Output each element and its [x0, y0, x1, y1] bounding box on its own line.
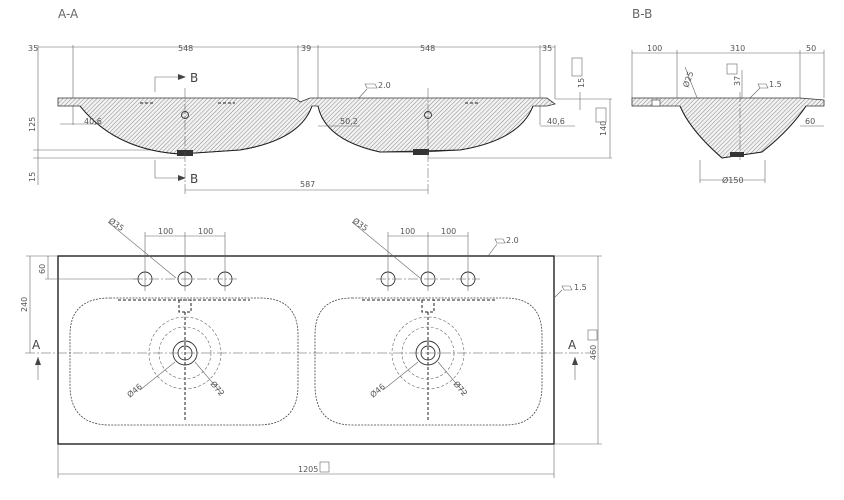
aa-dim-140: 140 [599, 121, 608, 136]
plan-tap-holes-left [133, 268, 237, 291]
plan-dim-d46-right: Ø46 [368, 381, 387, 399]
bb-dim-310: 310 [730, 44, 745, 53]
section-a-marker-left: A [32, 338, 41, 380]
plan-dim-60: 60 [38, 264, 47, 274]
plan-flatness-top: 2.0 [506, 236, 519, 245]
bb-dim-d25: Ø25 [680, 70, 695, 89]
section-a-marker-right: A [568, 338, 578, 380]
plan-basin-right [314, 297, 543, 426]
plan-dim-100-r1: 100 [400, 227, 415, 236]
aa-dim-15-left: 15 [28, 172, 37, 182]
plan-overflow-box-left [178, 299, 192, 313]
bb-dim-37: 37 [733, 76, 742, 86]
aa-bottom-dimension: 587 [185, 180, 428, 191]
plan-view: A A Ø35 Ø35 100 100 [20, 215, 602, 478]
bb-dim-d150: Ø150 [722, 175, 744, 185]
aa-dim-35-right: 35 [542, 44, 552, 53]
aa-drain-right [413, 149, 429, 155]
section-bb: B-B 100 310 50 Ø25 37 1.5 6 [631, 7, 825, 185]
section-b-letter-bottom: B [190, 172, 198, 186]
bb-dim-100: 100 [647, 44, 662, 53]
plan-dim-d35-left: Ø35 [107, 215, 126, 233]
bb-section-body [631, 97, 825, 159]
bb-dim-50: 50 [806, 44, 816, 53]
plan-dim-460: 460 [589, 345, 598, 360]
section-b-letter-top: B [190, 71, 198, 85]
aa-dim-50-2: 50,2 [340, 117, 358, 126]
aa-dim-39: 39 [301, 44, 311, 53]
section-b-marker-top: B [154, 71, 198, 92]
plan-basin-left [69, 297, 299, 426]
aa-flatness-tolerance: 2.0 [357, 81, 391, 100]
aa-dim-35-left: 35 [28, 44, 38, 53]
plan-dim-d72-right: Ø72 [451, 379, 469, 398]
plan-dim-d46-left: Ø46 [125, 381, 144, 399]
plan-dim-100-l1: 100 [158, 227, 173, 236]
aa-flatness-value: 2.0 [378, 81, 391, 90]
aa-right-dimensions: 140 [428, 98, 612, 159]
section-aa: A-A 35 548 39 548 35 B 2.0 [28, 7, 612, 195]
section-a-letter-left: A [32, 338, 41, 352]
plan-dim-240: 240 [20, 297, 29, 312]
plan-dim-d72-left: Ø72 [208, 379, 226, 398]
aa-dim-587: 587 [300, 180, 315, 189]
plan-dim-100-r2: 100 [441, 227, 456, 236]
section-aa-title: A-A [58, 7, 79, 21]
aa-radius-dimensions: 40,6 50,2 40,6 [60, 117, 575, 127]
aa-dim-40-6-right: 40,6 [547, 117, 565, 126]
section-b-marker-bottom: B [154, 160, 198, 186]
aa-dim-548-left: 548 [178, 44, 193, 53]
plan-dimensions: Ø35 Ø35 100 100 100 100 2.0 1.5 [20, 215, 602, 478]
aa-dim-40-6-left: 40,6 [84, 117, 102, 126]
section-a-letter-right: A [568, 338, 577, 352]
aa-dim-125: 125 [28, 117, 37, 132]
plan-overflow-box-right [421, 299, 435, 313]
plan-outline [57, 255, 555, 445]
plan-dim-1205: 1205 [298, 465, 318, 474]
plan-tap-holes-right [376, 268, 480, 291]
section-bb-title: B-B [632, 7, 652, 21]
bb-drain [730, 152, 744, 157]
aa-top-dimensions: 35 548 39 548 35 [28, 44, 556, 125]
plan-dim-100-l2: 100 [198, 227, 213, 236]
bb-flatness-value: 1.5 [769, 80, 782, 89]
bb-top-dimensions: 100 310 50 [631, 44, 825, 98]
bb-dim-60: 60 [805, 117, 815, 126]
bb-bottom-dimensions: 60 Ø150 [699, 117, 824, 185]
plan-flatness-side: 1.5 [574, 283, 587, 292]
aa-dim-rim-15: 15 [577, 78, 586, 88]
plan-dim-d35-right: Ø35 [351, 215, 370, 233]
aa-rim-thickness: 15 [571, 57, 586, 110]
aa-dim-548-right: 548 [420, 44, 435, 53]
bb-overflow-channel [651, 99, 661, 107]
